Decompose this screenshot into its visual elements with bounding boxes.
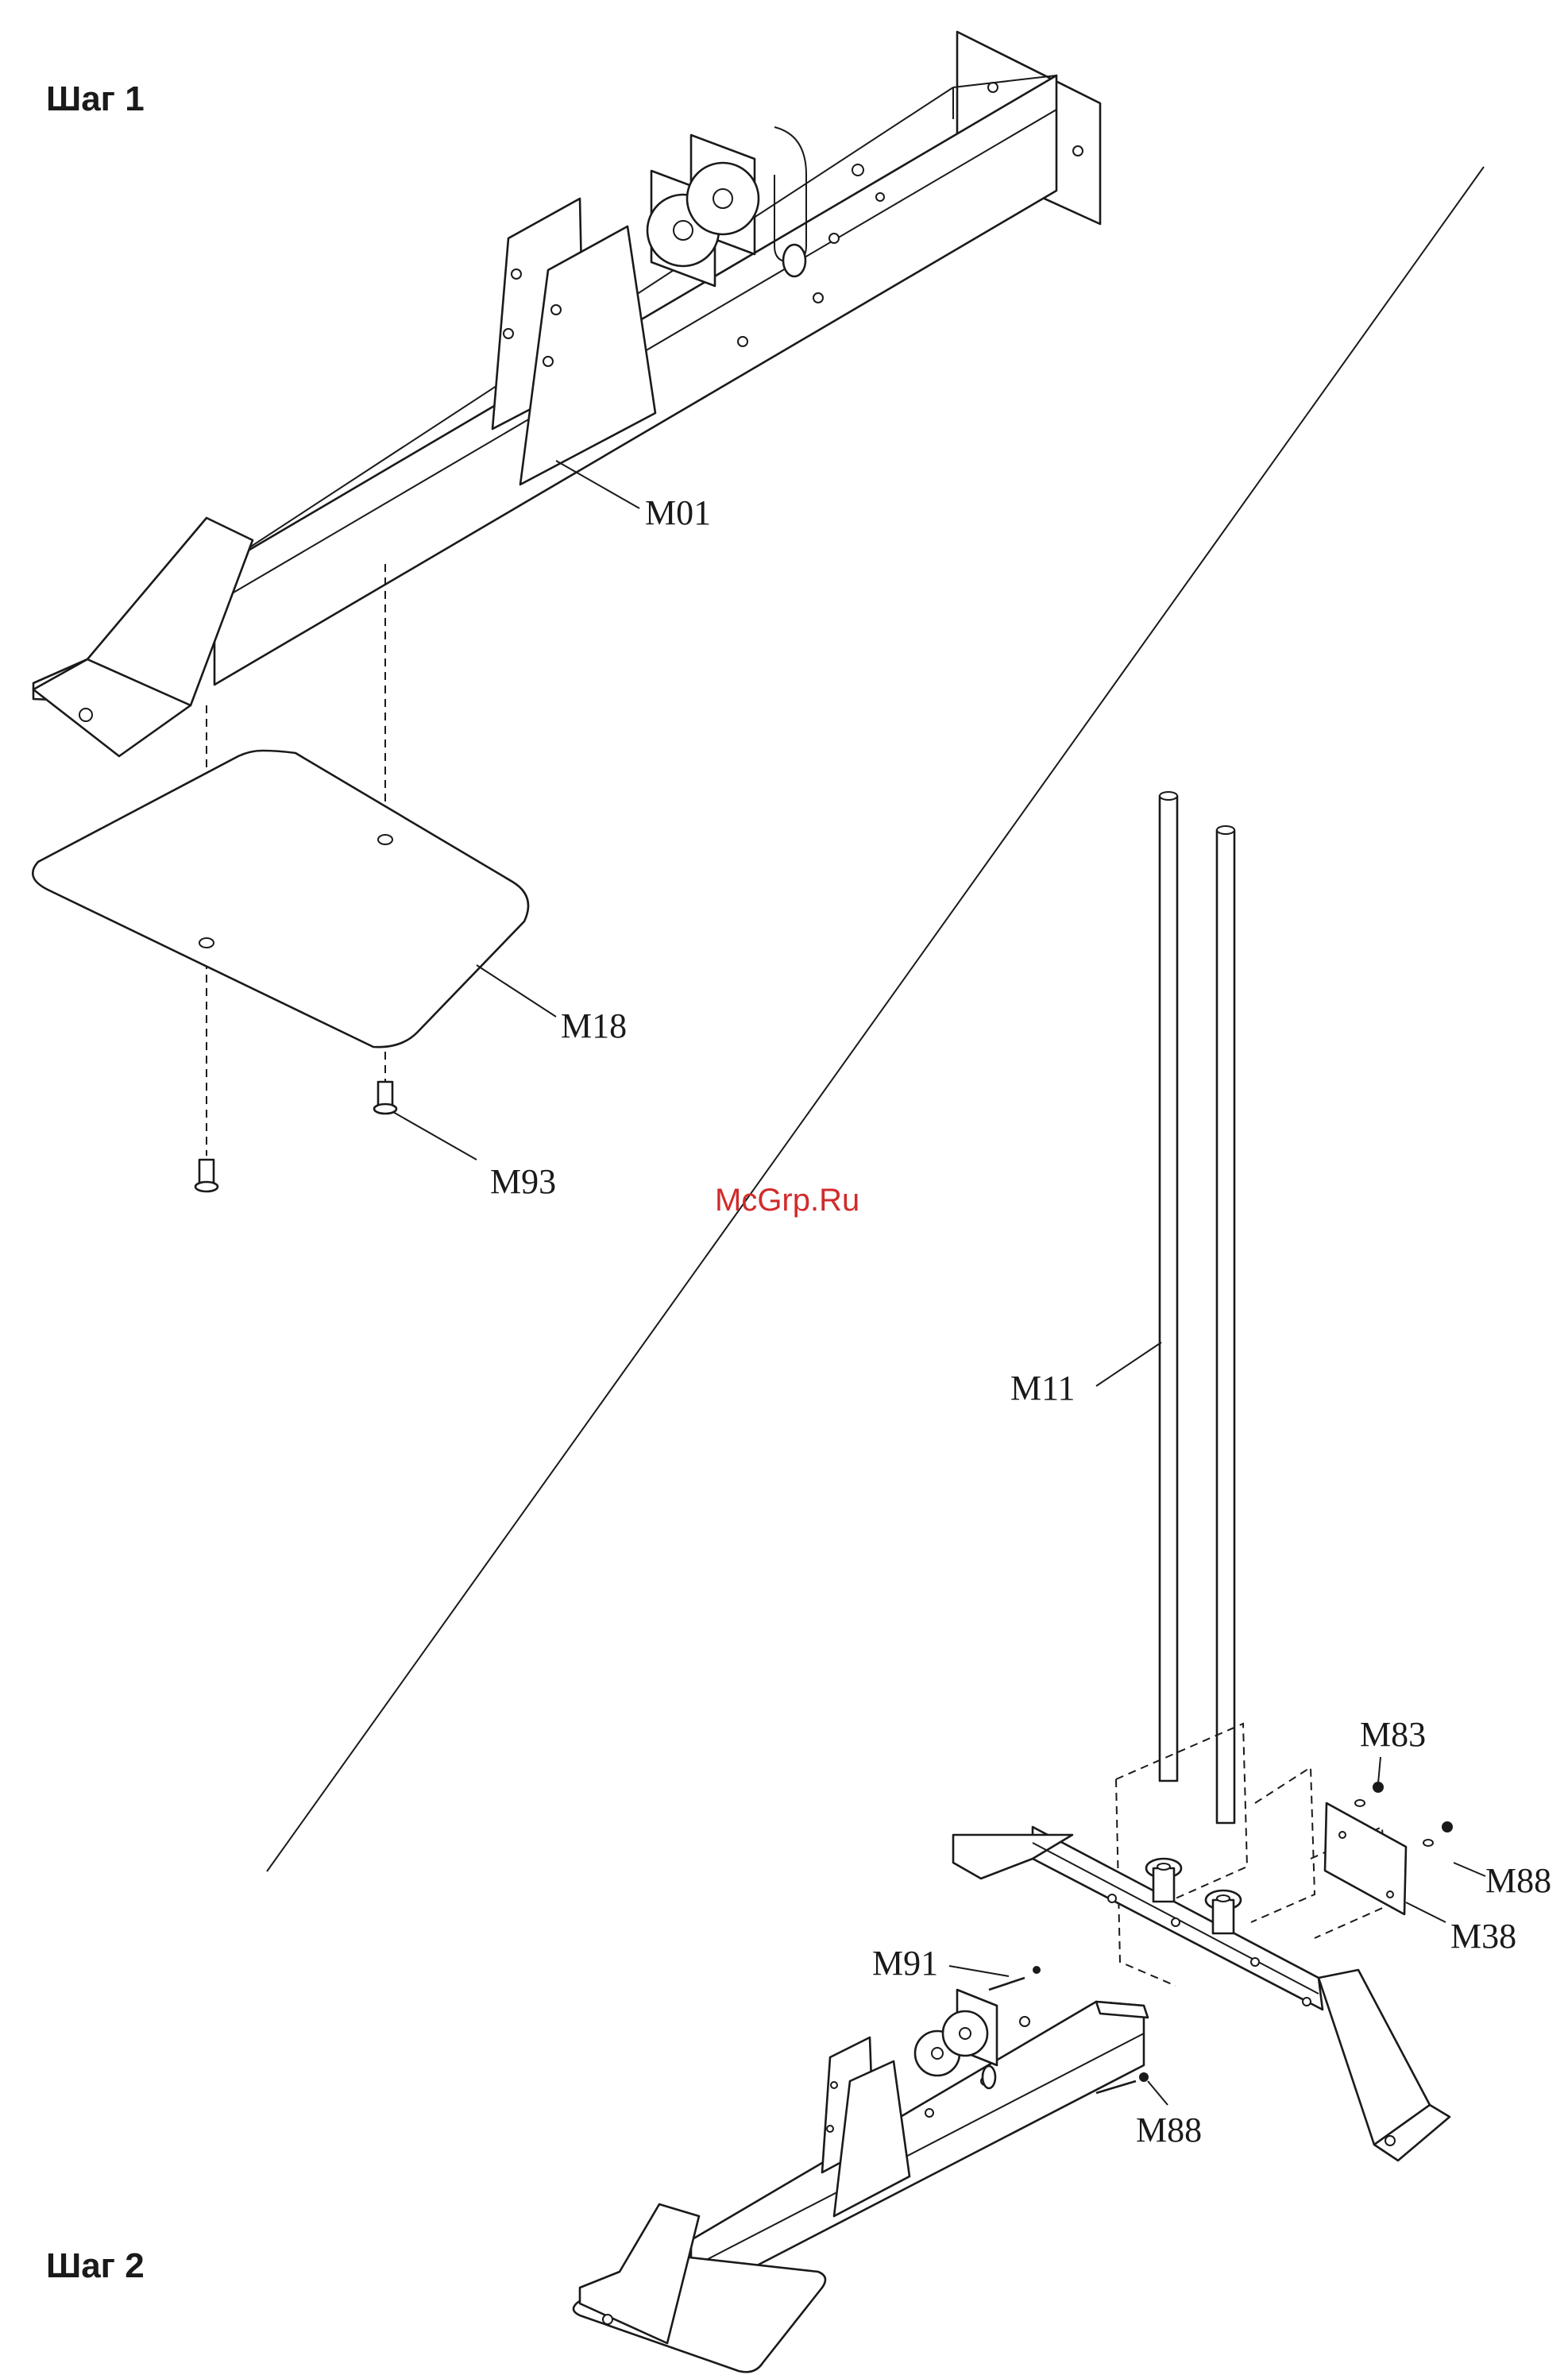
label-m93: M93	[490, 1162, 556, 1201]
pulley-assembly-step1	[647, 127, 806, 286]
screw-m93-left	[195, 1160, 218, 1191]
step2-frame-drawing	[574, 792, 1485, 2372]
watermark-text: McGrp.Ru	[715, 1183, 859, 1218]
label-m18: M18	[561, 1006, 627, 1045]
label-m88-top: M88	[1485, 1861, 1551, 1900]
label-m88-bottom: M88	[1136, 2110, 1202, 2149]
label-m91: M91	[872, 1944, 938, 1983]
screw-m93-right	[374, 1082, 396, 1114]
label-m01: M01	[645, 493, 711, 532]
label-m11: M11	[1010, 1369, 1076, 1408]
step-divider-line	[267, 167, 1484, 1871]
label-m38: M38	[1450, 1917, 1516, 1956]
label-m83: M83	[1360, 1715, 1426, 1754]
